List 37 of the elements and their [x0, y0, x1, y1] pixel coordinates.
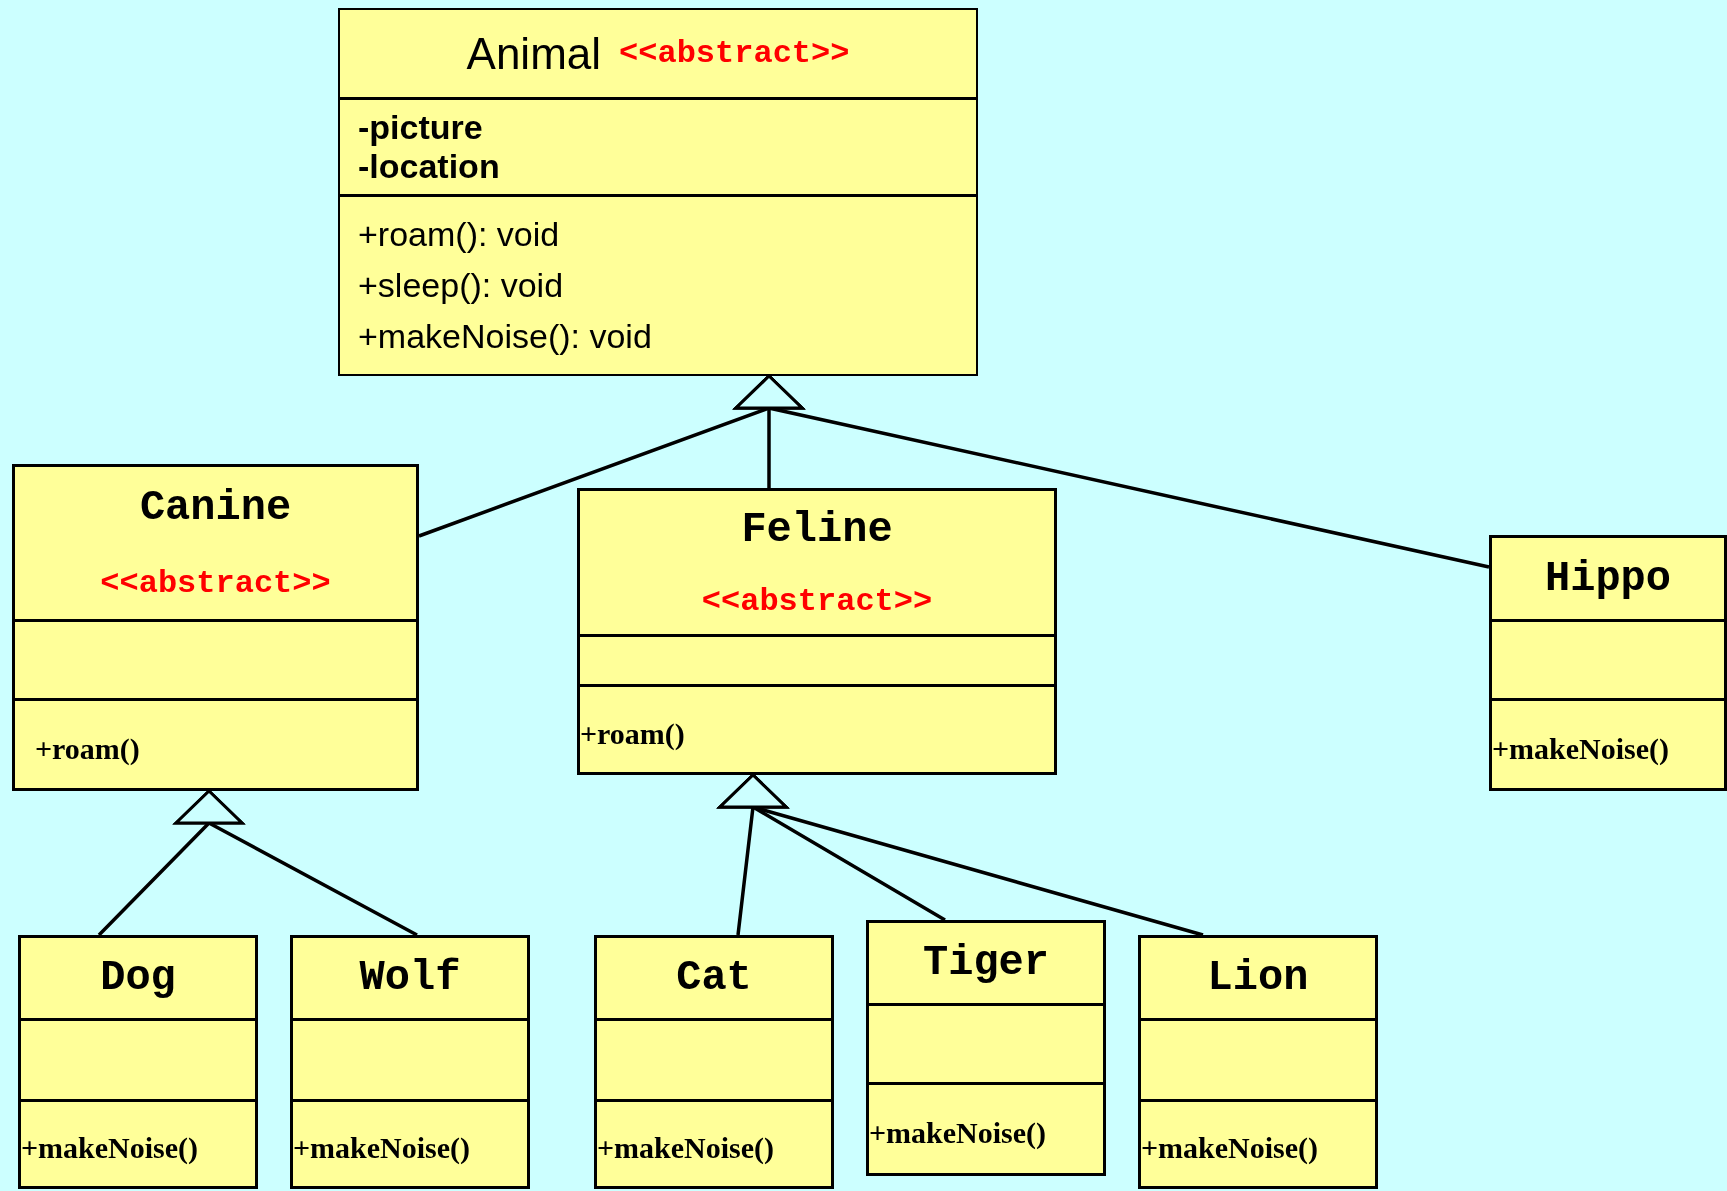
operation-text: +roam(): [34, 731, 141, 766]
inheritance-arrow: [718, 773, 1204, 937]
class-name: Canine: [138, 483, 293, 532]
class-name: Lion: [1206, 954, 1310, 1002]
stereotype-label: <<abstract>>: [619, 35, 850, 72]
operation-text: +roam(): void: [357, 214, 561, 255]
inheritance-arrow: [734, 374, 1490, 569]
class-name: Tiger: [922, 939, 1050, 987]
class-box: [594, 935, 834, 1189]
class-box: [1138, 935, 1378, 1189]
operation-text: +sleep(): void: [357, 265, 565, 306]
class-box: [338, 8, 978, 376]
operation-text: +roam(): [580, 716, 686, 751]
stereotype-label: <<abstract>>: [700, 582, 934, 620]
class-box: [866, 920, 1106, 1176]
class-box: [12, 464, 419, 791]
class-box: [18, 935, 258, 1189]
operation-text: +makeNoise(): [597, 1131, 776, 1165]
class-box: [1489, 535, 1727, 791]
operation-text: +makeNoise(): [1141, 1131, 1320, 1165]
attribute-text: -picture: [357, 108, 483, 147]
class-name: Feline: [740, 505, 894, 554]
operation-text: +makeNoise(): [293, 1131, 472, 1165]
operation-text: +makeNoise(): void: [357, 316, 653, 357]
class-name: Hippo: [1544, 554, 1672, 603]
class-name: Animal: [466, 28, 602, 79]
operation-text: +makeNoise(): [21, 1131, 200, 1165]
class-name: Wolf: [358, 954, 462, 1002]
class-name: Cat: [675, 954, 753, 1002]
class-box: [290, 935, 530, 1189]
class-name: Dog: [99, 954, 177, 1002]
class-box: [577, 488, 1057, 775]
inheritance-arrow: [174, 789, 418, 937]
operation-text: +makeNoise(): [869, 1116, 1048, 1150]
stereotype-label: <<abstract>>: [99, 565, 332, 603]
operation-text: +makeNoise(): [1492, 731, 1671, 766]
attribute-text: -location: [357, 147, 500, 186]
